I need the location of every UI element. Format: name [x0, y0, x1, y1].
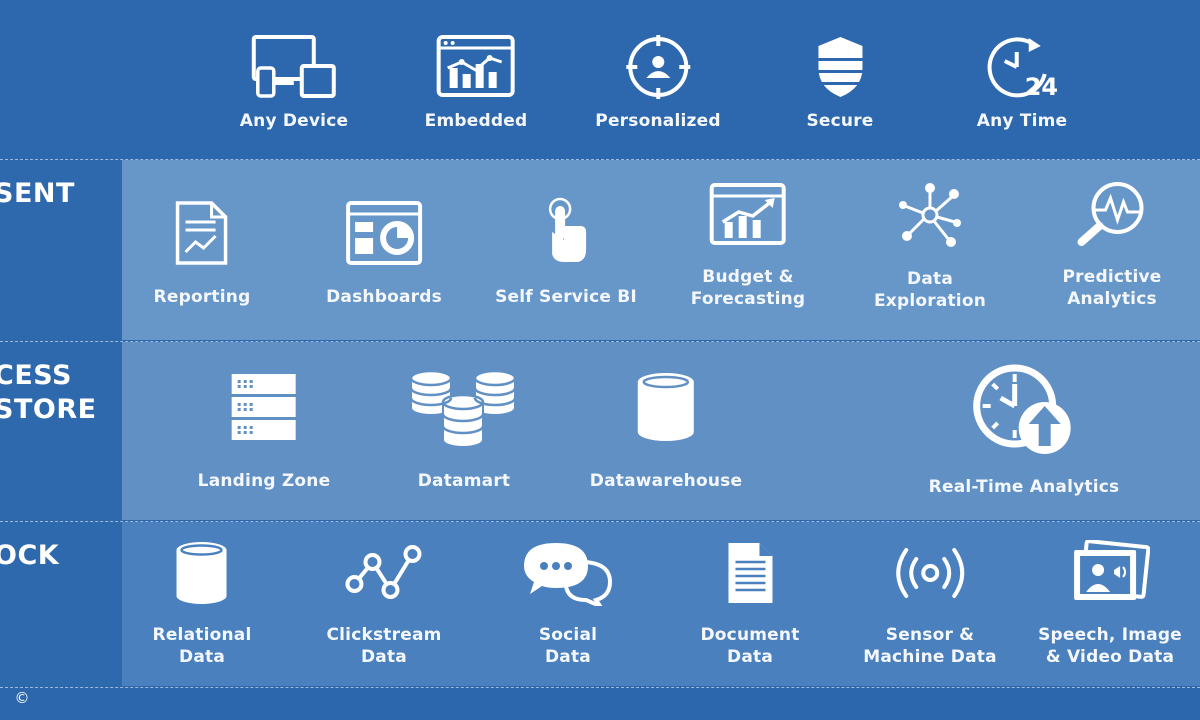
bottom-strip — [0, 688, 1200, 720]
store-row-label: STORE — [0, 394, 97, 425]
separator-line — [0, 687, 1200, 688]
access-datawarehouse: Datawarehouse — [590, 372, 742, 492]
server-rack-icon — [231, 374, 296, 440]
access-row-label: CESS — [0, 360, 72, 391]
feature-label: Personalized — [595, 111, 721, 131]
access-label: Real-Time Analytics — [928, 477, 1120, 497]
block-relational-data: Relational Data — [153, 540, 252, 668]
embedded-chart-icon — [436, 35, 515, 97]
block-label-panel — [0, 522, 122, 686]
present-label-line2: Exploration — [873, 291, 987, 311]
clock-upload-icon — [973, 364, 1071, 454]
present-label: Dashboards — [326, 287, 442, 307]
block-label-line2: Data — [179, 647, 225, 667]
sensor-signal-icon — [896, 548, 964, 598]
block-label-line2: & Video Data — [1045, 647, 1175, 667]
block-panel — [122, 522, 1200, 686]
present-panel — [122, 160, 1200, 340]
block-speech-image-video-data: Speech, Image & Video Data — [1038, 540, 1182, 668]
report-document-icon — [176, 201, 228, 265]
present-dashboards: Dashboards — [326, 200, 442, 308]
copyright-mark: © — [14, 689, 30, 707]
growth-chart-icon — [709, 183, 786, 245]
block-label-line1: Sensor & — [885, 625, 975, 645]
feature-any-time: 24 Any Time — [977, 34, 1068, 132]
block-clickstream-data: Clickstream Data — [326, 540, 441, 668]
access-label: Datamart — [417, 471, 511, 491]
access-label: Datawarehouse — [589, 471, 743, 491]
shield-icon — [817, 37, 862, 97]
present-label-line1: Predictive — [1062, 267, 1162, 287]
feature-personalized: Personalized — [595, 34, 721, 132]
present-label-line1: Budget & — [702, 267, 794, 287]
feature-label: Secure — [806, 111, 874, 131]
present-self-service-bi: Self Service BI — [495, 196, 637, 308]
block-document-data: Document Data — [700, 540, 799, 668]
feature-any-device: Any Device — [240, 34, 348, 132]
feature-embedded: Embedded — [425, 34, 528, 132]
block-social-data: Social Data — [522, 540, 614, 668]
separator-line — [0, 521, 1200, 522]
touch-hand-icon — [548, 197, 586, 262]
database-cylinder-icon — [176, 542, 227, 604]
present-label-line2: Forecasting — [690, 289, 806, 309]
feature-label: Embedded — [424, 111, 528, 131]
block-label-line2: Data — [361, 647, 407, 667]
magnifier-pulse-icon — [1076, 182, 1143, 246]
present-row-label: SENT — [0, 178, 75, 209]
access-real-time-analytics: Real-Time Analytics — [929, 362, 1120, 498]
feature-secure: Secure — [806, 34, 873, 132]
present-data-exploration: Data Exploration — [874, 182, 986, 312]
svg-text:24: 24 — [1025, 73, 1058, 100]
devices-icon — [251, 35, 336, 98]
present-label-line2: Analytics — [1067, 289, 1157, 309]
present-budget-forecasting: Budget & Forecasting — [691, 182, 806, 310]
database-stack-icon — [409, 370, 517, 448]
block-label-line1: Speech, Image — [1038, 625, 1182, 645]
present-label-line1: Data — [907, 269, 953, 289]
feature-band — [0, 0, 1200, 158]
block-label-line2: Data — [545, 647, 591, 667]
database-icon — [638, 373, 694, 441]
present-predictive-analytics: Predictive Analytics — [1062, 180, 1161, 310]
clickstream-nodes-icon — [345, 545, 421, 599]
block-label-line2: Machine Data — [863, 647, 997, 667]
network-nodes-icon — [898, 183, 961, 247]
dashboard-icon — [345, 201, 422, 265]
feature-label: Any Device — [239, 111, 349, 131]
separator-line — [0, 341, 1200, 342]
access-datamart: Datamart — [409, 370, 519, 492]
block-label-line1: Document — [700, 625, 800, 645]
block-label-line1: Clickstream — [326, 625, 442, 645]
block-label-line2: Data — [727, 647, 773, 667]
block-sensor-machine-data: Sensor & Machine Data — [863, 540, 997, 668]
present-label: Self Service BI — [495, 287, 637, 307]
present-label: Reporting — [153, 287, 251, 307]
present-reporting: Reporting — [154, 200, 251, 308]
block-row-label: OCK — [0, 540, 60, 571]
personalized-user-icon — [626, 35, 690, 99]
media-photos-icon — [1074, 540, 1150, 600]
separator-line — [0, 159, 1200, 160]
chat-bubbles-icon — [524, 543, 613, 606]
access-landing-zone: Landing Zone — [198, 372, 331, 492]
block-label-line1: Relational — [152, 625, 252, 645]
access-label: Landing Zone — [197, 471, 331, 491]
access-label-panel — [0, 342, 122, 520]
feature-label: Any Time — [976, 111, 1068, 131]
block-label-line1: Social — [538, 625, 598, 645]
clock-24-icon: 24 — [987, 37, 1058, 100]
document-icon — [727, 543, 772, 603]
present-label-panel — [0, 160, 122, 340]
